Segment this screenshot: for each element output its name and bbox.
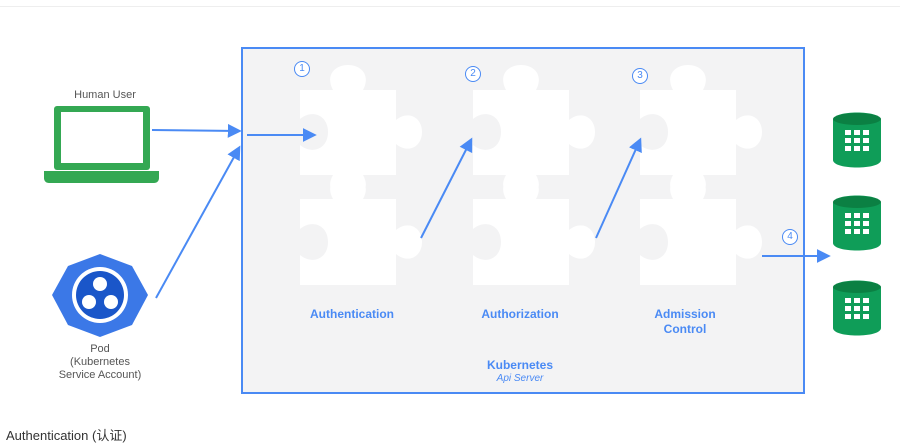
server-title: Kubernetes bbox=[486, 358, 554, 372]
step-4-marker: 4 bbox=[782, 229, 798, 245]
laptop-icon bbox=[44, 106, 159, 183]
database-icon bbox=[833, 112, 881, 168]
admission-control-label-line: Control bbox=[663, 322, 707, 336]
pod-label: Pod (Kubernetes Service Account) bbox=[40, 343, 160, 382]
to-admission-arrow bbox=[595, 137, 642, 239]
top-divider bbox=[0, 6, 900, 7]
step-2-marker: 2 bbox=[465, 66, 481, 82]
pod-hexagon-icon bbox=[52, 254, 148, 337]
authorization-label: Authorization bbox=[481, 307, 559, 321]
database-icon bbox=[833, 280, 881, 336]
pod-label-line: (Kubernetes bbox=[70, 356, 130, 368]
user-to-server-arrow bbox=[151, 123, 242, 138]
footer-heading: Authentication (认证) bbox=[6, 428, 127, 443]
authentication-puzzle-icon bbox=[300, 65, 422, 285]
admission-control-puzzle-icon bbox=[640, 65, 762, 285]
step-1-marker: 1 bbox=[294, 61, 310, 77]
human-user-label: Human User bbox=[74, 89, 136, 101]
to-authorization-arrow bbox=[420, 137, 473, 239]
server-subtitle: Api Server bbox=[496, 373, 544, 384]
authorization-puzzle-icon bbox=[473, 65, 595, 285]
pod-label-line: Service Account) bbox=[58, 369, 142, 381]
database-icon bbox=[833, 195, 881, 251]
authentication-label: Authentication bbox=[310, 307, 394, 321]
admission-control-label-line: Admission bbox=[654, 307, 716, 321]
admission-control-label: Admission Control bbox=[625, 307, 745, 337]
pod-label-line: Pod bbox=[90, 343, 110, 355]
step-3-marker: 3 bbox=[632, 68, 648, 84]
pod-to-server-arrow bbox=[155, 145, 241, 299]
